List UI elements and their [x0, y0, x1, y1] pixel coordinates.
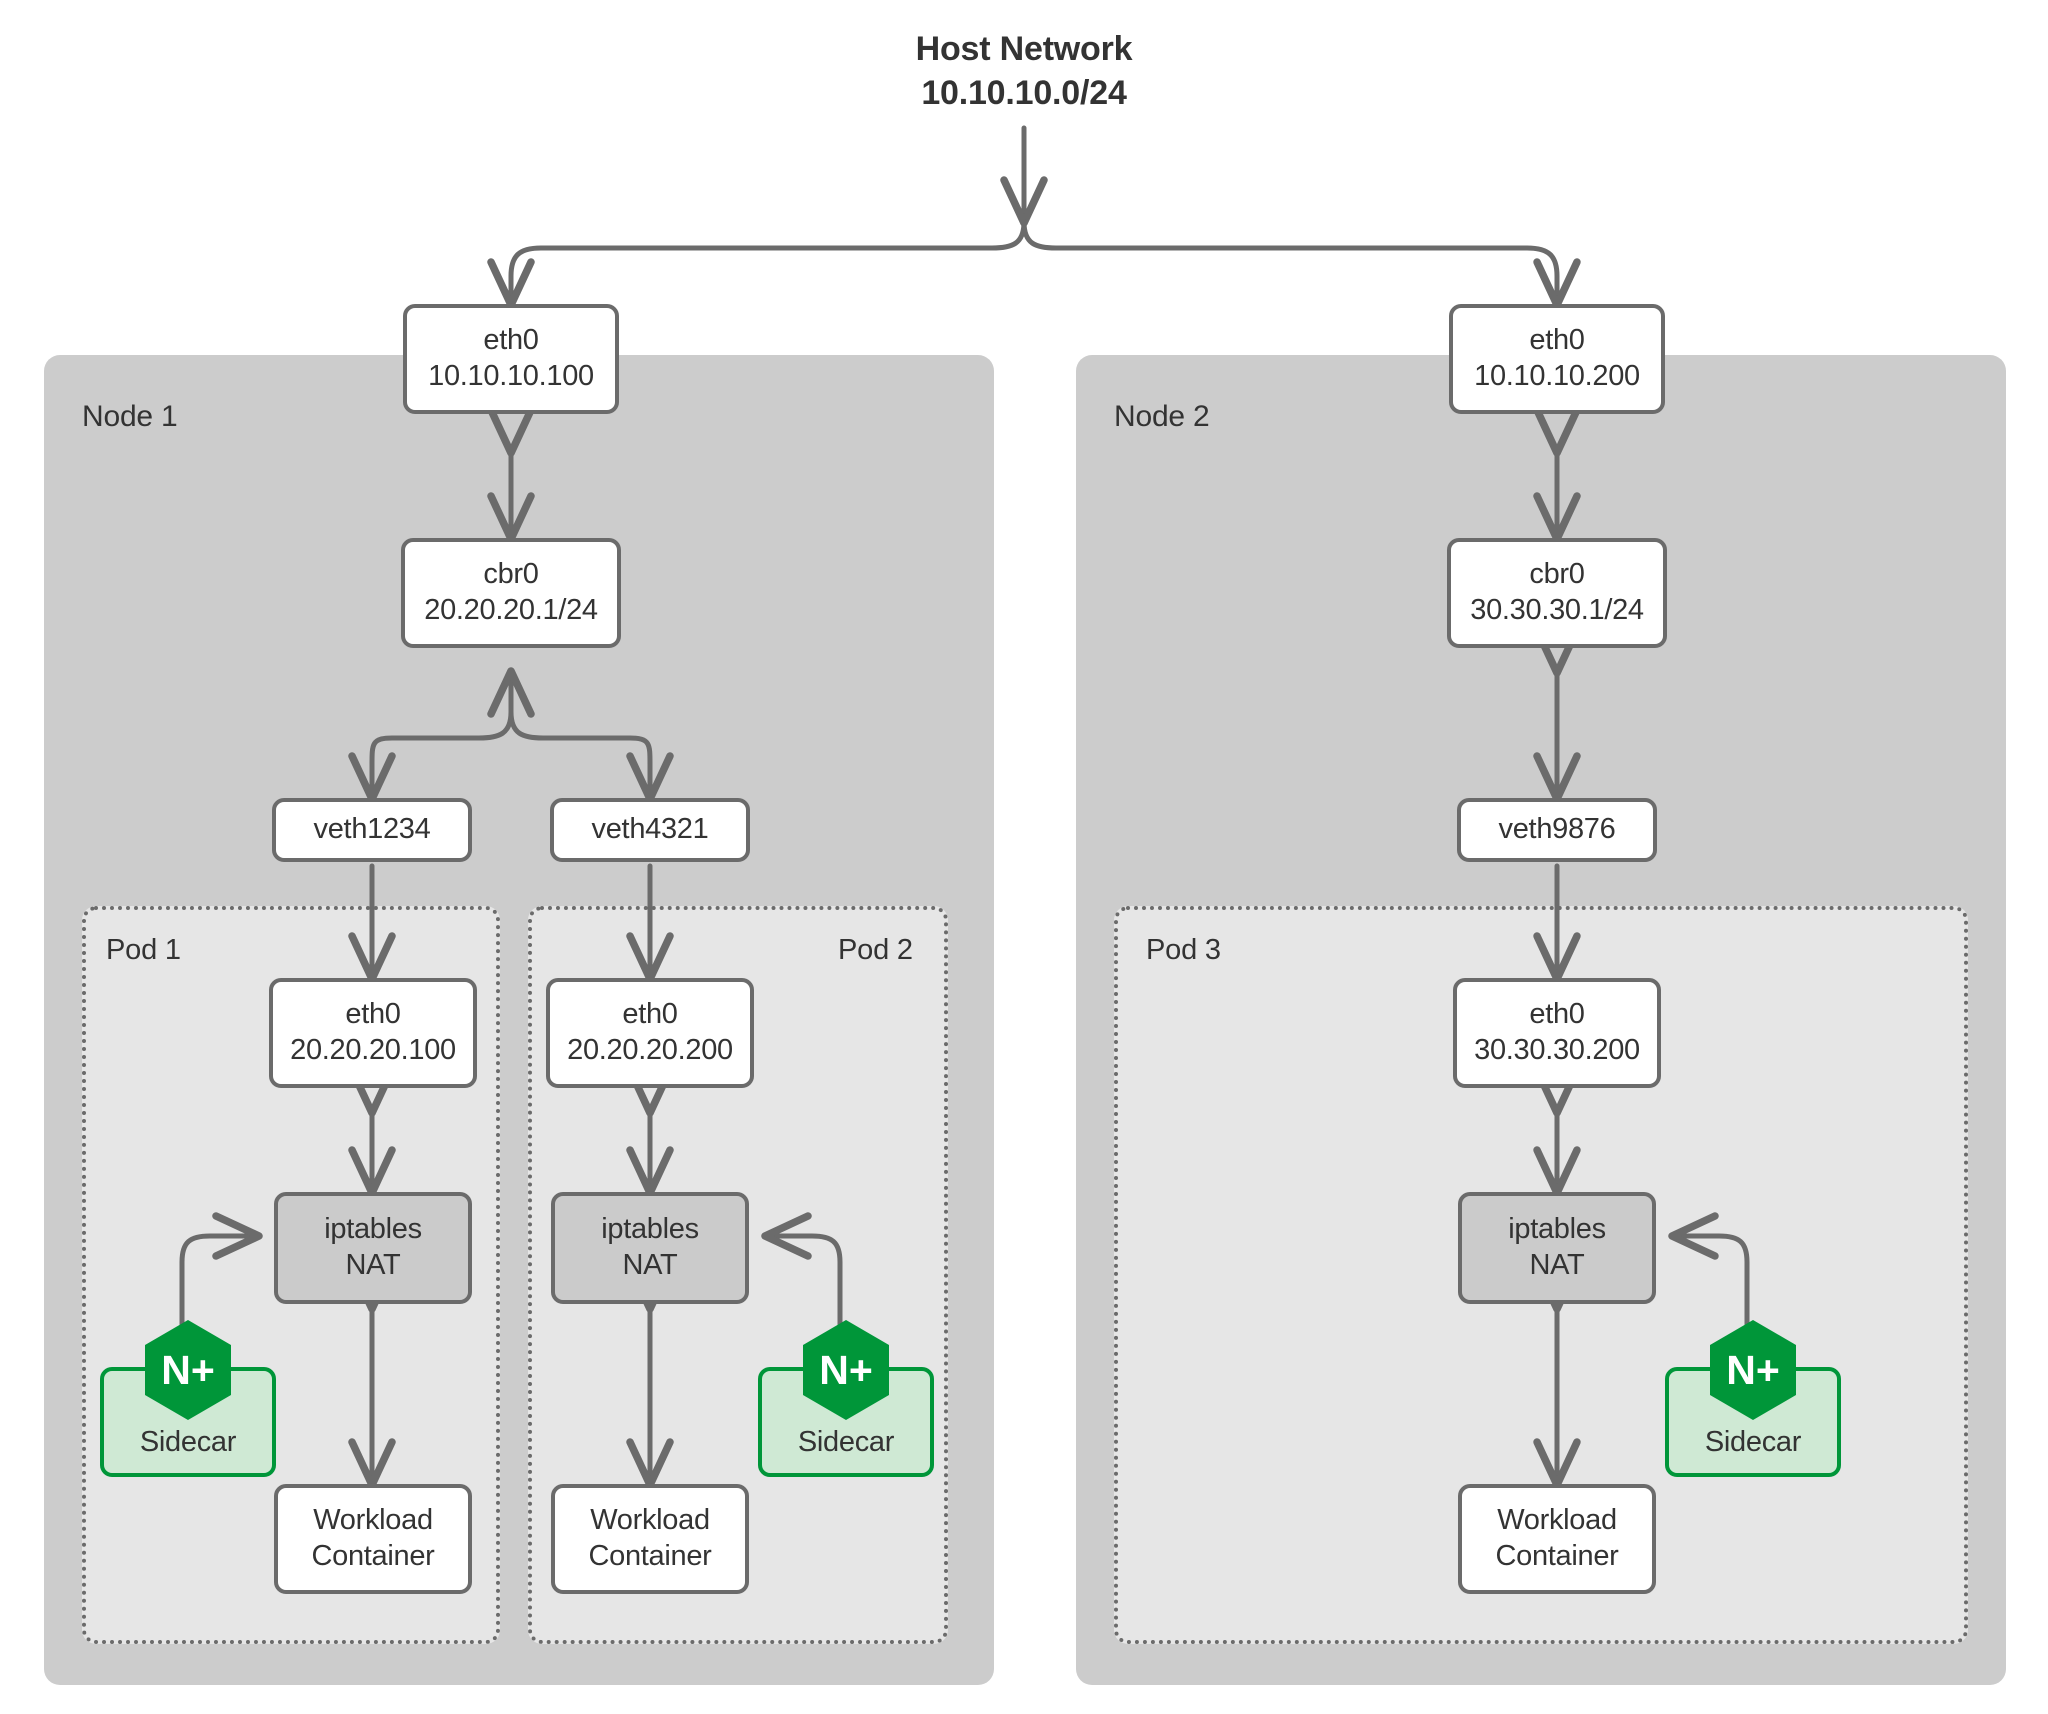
pod-1-nginx-plus-icon: N+ — [142, 1318, 234, 1422]
pod-1-nat-line1: iptables — [324, 1213, 422, 1246]
pod-2-workload-line1: Workload — [590, 1504, 710, 1537]
node-2-eth0-box[interactable]: eth0 10.10.10.200 — [1449, 304, 1665, 414]
host-network-name: Host Network — [915, 30, 1133, 68]
node-2-veth9876-name: veth9876 — [1498, 813, 1616, 846]
pod-1-label: Pod 1 — [106, 934, 181, 966]
node-2-cbr0-name: cbr0 — [1529, 558, 1585, 591]
node-2-cbr0-box[interactable]: cbr0 30.30.30.1/24 — [1447, 538, 1667, 648]
node-2-veth9876-box[interactable]: veth9876 — [1457, 798, 1657, 862]
pod-2-nat-line2: NAT — [622, 1249, 678, 1281]
node-1-veth1234-box[interactable]: veth1234 — [272, 798, 472, 862]
host-network-title: Host Network 10.10.10.0/24 — [0, 28, 2048, 115]
pod-3-workload-line1: Workload — [1497, 1504, 1617, 1537]
pod-1-eth0-ip: 20.20.20.100 — [290, 1034, 456, 1066]
pod-3-iptables-nat-box[interactable]: iptables NAT — [1458, 1192, 1656, 1304]
node-2-eth0-ip: 10.10.10.200 — [1474, 360, 1640, 392]
pod-2-sidecar-label: Sidecar — [797, 1426, 895, 1458]
pod-1-workload-line1: Workload — [313, 1504, 433, 1537]
node-1-cbr0-box[interactable]: cbr0 20.20.20.1/24 — [401, 538, 621, 648]
node-1-cbr0-cidr: 20.20.20.1/24 — [424, 594, 598, 626]
pod-2-eth0-ip: 20.20.20.200 — [567, 1034, 733, 1066]
svg-text:N+: N+ — [819, 1347, 873, 1393]
pod-3-eth0-ip: 30.30.30.200 — [1474, 1034, 1640, 1066]
pod-3-label: Pod 3 — [1146, 934, 1221, 966]
pod-2-nat-line1: iptables — [601, 1213, 699, 1246]
pod-2-eth0-name: eth0 — [622, 998, 678, 1031]
pod-1-iptables-nat-box[interactable]: iptables NAT — [274, 1192, 472, 1304]
node-2-label: Node 2 — [1114, 400, 1210, 433]
pod-2-nginx-plus-icon: N+ — [800, 1318, 892, 1422]
node-1-eth0-box[interactable]: eth0 10.10.10.100 — [403, 304, 619, 414]
host-network-cidr: 10.10.10.0/24 — [921, 73, 1127, 112]
svg-text:N+: N+ — [1726, 1347, 1780, 1393]
pod-3-nat-line1: iptables — [1508, 1213, 1606, 1246]
pod-2-eth0-box[interactable]: eth0 20.20.20.200 — [546, 978, 754, 1088]
node-1-cbr0-name: cbr0 — [483, 558, 539, 591]
pod-3-nat-line2: NAT — [1529, 1249, 1585, 1281]
node-2-eth0-name: eth0 — [1529, 324, 1585, 357]
node-1-eth0-ip: 10.10.10.100 — [428, 360, 594, 392]
pod-2-iptables-nat-box[interactable]: iptables NAT — [551, 1192, 749, 1304]
node-1-label: Node 1 — [82, 400, 178, 433]
pod-1-nat-line2: NAT — [345, 1249, 401, 1281]
pod-1-workload-line2: Container — [311, 1540, 435, 1572]
node-1-veth4321-name: veth4321 — [591, 813, 709, 846]
pod-3-workload-line2: Container — [1495, 1540, 1619, 1572]
pod-1-workload-container-box[interactable]: Workload Container — [274, 1484, 472, 1594]
pod-3-eth0-box[interactable]: eth0 30.30.30.200 — [1453, 978, 1661, 1088]
pod-3-sidecar-label: Sidecar — [1704, 1426, 1802, 1458]
pod-1-eth0-name: eth0 — [345, 998, 401, 1031]
node-1-veth1234-name: veth1234 — [313, 813, 431, 846]
pod-1-sidecar-label: Sidecar — [139, 1426, 237, 1458]
node-2-cbr0-cidr: 30.30.30.1/24 — [1470, 594, 1644, 626]
pod-2-workload-line2: Container — [588, 1540, 712, 1572]
pod-3-eth0-name: eth0 — [1529, 998, 1585, 1031]
svg-text:N+: N+ — [161, 1347, 215, 1393]
pod-2-workload-container-box[interactable]: Workload Container — [551, 1484, 749, 1594]
pod-2-label: Pod 2 — [838, 934, 913, 966]
node-1-eth0-name: eth0 — [483, 324, 539, 357]
pod-3-nginx-plus-icon: N+ — [1707, 1318, 1799, 1422]
pod-1-eth0-box[interactable]: eth0 20.20.20.100 — [269, 978, 477, 1088]
node-1-veth4321-box[interactable]: veth4321 — [550, 798, 750, 862]
pod-3-workload-container-box[interactable]: Workload Container — [1458, 1484, 1656, 1594]
